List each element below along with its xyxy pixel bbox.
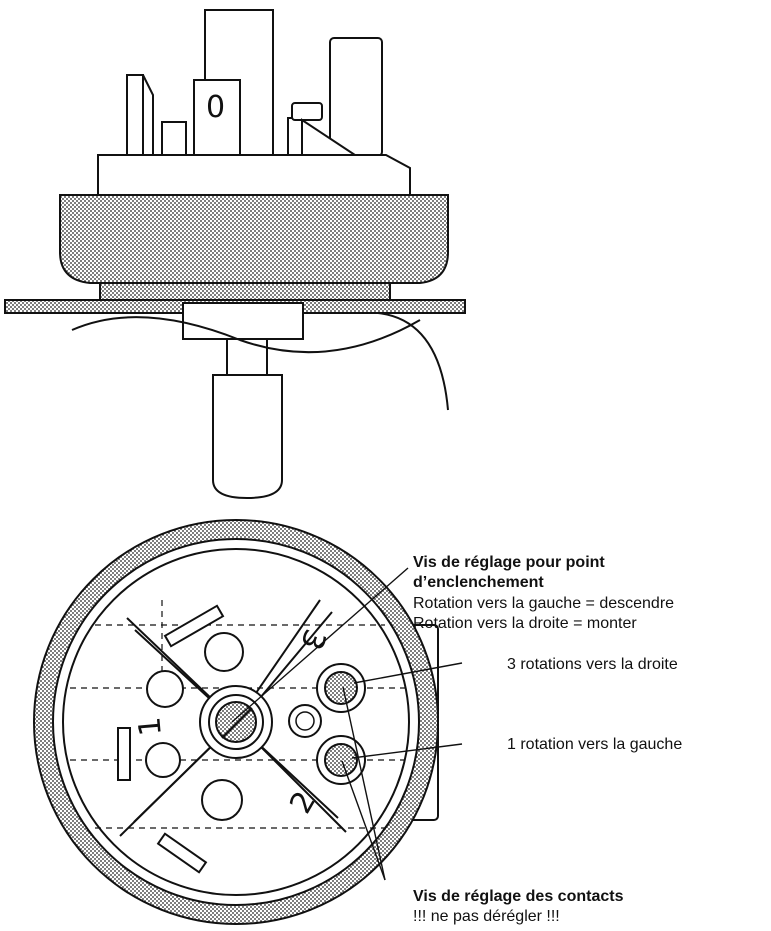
contact-screw-upper: [316, 663, 366, 713]
one-rotation-text: 1 rotation vers la gauche: [507, 736, 683, 753]
central-adjust-screw: [199, 685, 273, 759]
adjust-screw-title: Vis de réglage pour point d’enclenchemen…: [413, 553, 605, 593]
mounting-nut: [182, 302, 304, 340]
leader-lines: [231, 567, 463, 881]
warning-text: !!! ne pas dérégler !!!: [413, 908, 560, 925]
terminal-mark-text: 0: [206, 90, 225, 125]
blades: [117, 604, 225, 874]
rotate-left-text: Rotation vers la gauche = descendre: [413, 595, 675, 612]
adjust-screw-title-line1: Vis de réglage pour point: [413, 554, 605, 571]
contact-holes: [145, 632, 322, 821]
bottom-view: 3 1 2: [33, 519, 439, 925]
pressure-nozzle: [212, 374, 283, 500]
terminal-pins: [126, 9, 383, 157]
contact-number-1: 1: [132, 715, 169, 737]
side-view: 0: [4, 9, 466, 500]
adjust-screw-title-line2: d’enclenchement: [413, 574, 544, 591]
wire: [71, 316, 421, 354]
three-rotations-text: 3 rotations vers la droite: [507, 656, 678, 673]
switch-housing: [97, 154, 411, 196]
contact-screws-title-text: Vis de réglage des contacts: [413, 888, 624, 905]
contact-screw-lower: [316, 735, 366, 785]
rotate-right-text: Rotation vers la droite = monter: [413, 615, 637, 632]
contact-screws-title: Vis de réglage des contacts: [413, 887, 623, 907]
hatched-body: [59, 194, 449, 284]
